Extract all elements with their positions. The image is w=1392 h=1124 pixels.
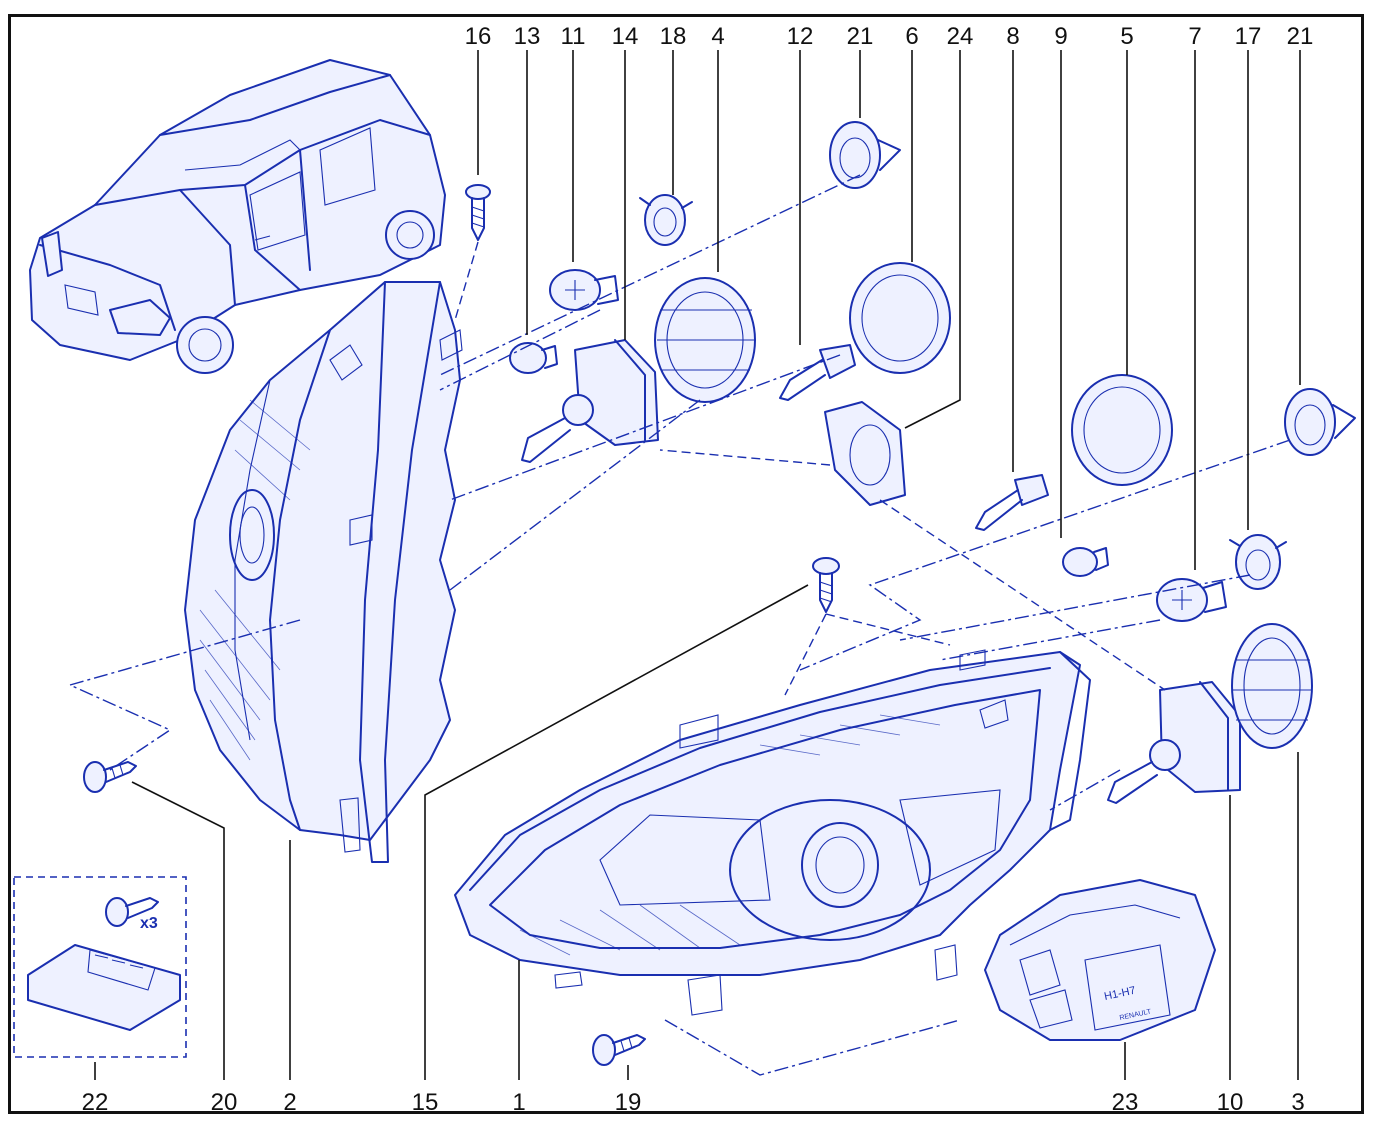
- callout-9: 9: [1054, 23, 1067, 50]
- callout-1: 1: [512, 1089, 525, 1116]
- callout-15: 15: [412, 1089, 439, 1116]
- bulb-icon-11: [549, 269, 619, 311]
- callout-4: 4: [711, 23, 724, 50]
- bulb-icon-14-xenon: [521, 339, 659, 463]
- assembly-lines: [67, 174, 1291, 1076]
- callout-21-right: 21: [1287, 23, 1314, 50]
- callout-23: 23: [1112, 1089, 1139, 1116]
- callout-5: 5: [1120, 23, 1133, 50]
- bulb-holder-icon-24: [824, 401, 906, 506]
- bulb-holder-icon-17: [1229, 534, 1287, 590]
- bulb-kit-box-icon: H1-H7 RENAULT: [984, 879, 1216, 1041]
- screw-icon-16: [465, 184, 491, 241]
- cap-icon-3: [1231, 623, 1313, 749]
- callout-2: 2: [283, 1089, 296, 1116]
- car-icon: [29, 59, 446, 374]
- callout-11: 11: [561, 23, 586, 50]
- callout-12: 12: [787, 23, 814, 50]
- bulb-icon-9: [1062, 547, 1109, 577]
- screw-icon-22: [105, 897, 159, 927]
- bulb-icon-12: [779, 344, 856, 401]
- bulb-holder-icon-21-right: [1284, 388, 1356, 456]
- callout-18: 18: [660, 23, 687, 50]
- headlamp-icon: [454, 649, 1091, 1016]
- screw-icon-19: [592, 1034, 646, 1066]
- callouts-bottom: 22 20 2 15 1 19 23 10 3: [82, 1089, 1305, 1116]
- callout-6: 6: [905, 23, 918, 50]
- ballast-icon: [27, 944, 181, 1031]
- callout-21-top: 21: [847, 23, 874, 50]
- screw-icon-20: [83, 761, 137, 793]
- callout-22: 22: [82, 1089, 109, 1116]
- callout-7: 7: [1188, 23, 1201, 50]
- callout-13: 13: [514, 23, 541, 50]
- callouts-top: 16 13 11 14 18 4 12 21 6 24 8 9 5 7 17 2…: [465, 23, 1314, 50]
- bulb-icon-10-xenon: [1107, 681, 1241, 804]
- bulb-holder-icon-18: [639, 194, 693, 246]
- callout-14: 14: [612, 23, 639, 50]
- ballast-kit-box: [13, 876, 187, 1058]
- bulb-icon-13: [509, 342, 558, 374]
- headlamp-side-view: [184, 281, 463, 863]
- callout-17: 17: [1235, 23, 1262, 50]
- cap-icon-5: [1071, 374, 1173, 486]
- callout-20: 20: [211, 1089, 238, 1116]
- bulb-holder-icon-21-top: [829, 121, 901, 189]
- callout-10: 10: [1217, 1089, 1244, 1116]
- callout-24: 24: [947, 23, 974, 50]
- bulb-icon-8: [975, 474, 1049, 531]
- leader-lines: [94, 50, 1301, 1080]
- callout-16: 16: [465, 23, 492, 50]
- callout-3: 3: [1291, 1089, 1304, 1116]
- cap-icon-6: [849, 262, 951, 374]
- screw-icon-15: [812, 557, 840, 613]
- callout-19: 19: [615, 1089, 642, 1116]
- kit-quantity: x3: [140, 915, 158, 932]
- cap-icon-4: [654, 277, 756, 403]
- callout-8: 8: [1006, 23, 1019, 50]
